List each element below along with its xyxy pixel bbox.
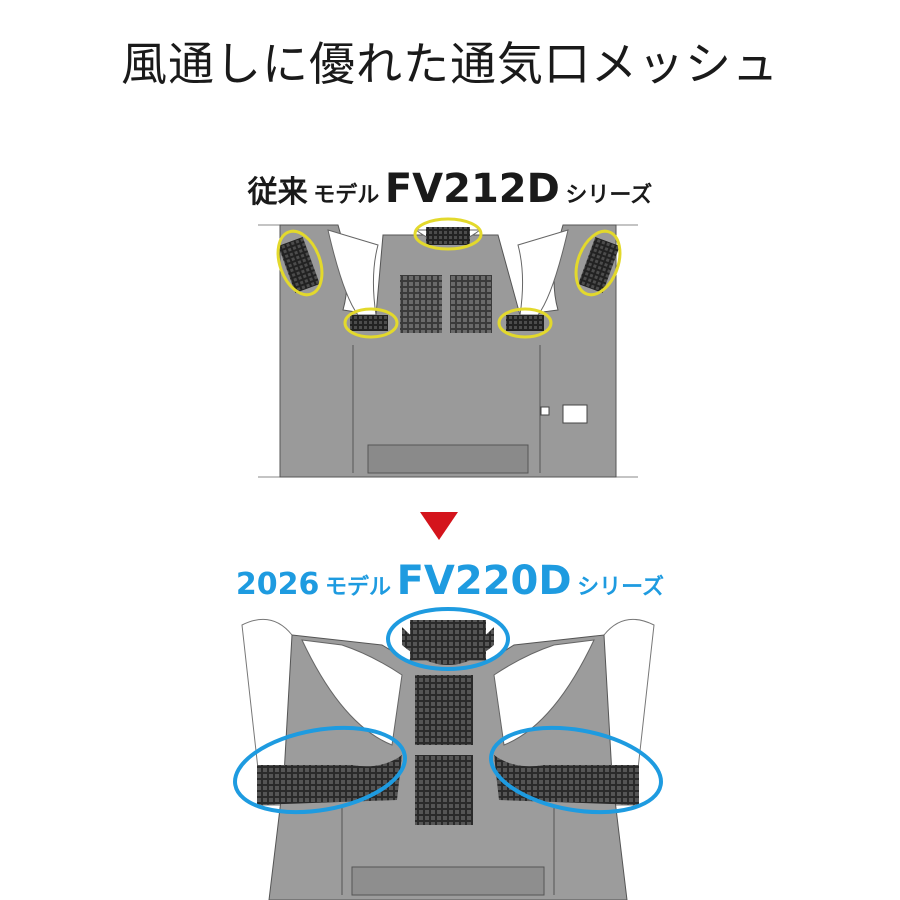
old-model-heading: 従来 モデル FV212D シリーズ [0, 166, 900, 212]
new-center-mesh-upper [415, 675, 473, 745]
old-center-mesh-left [400, 275, 442, 333]
old-model-label: モデル [313, 183, 380, 208]
new-model-year: 2026 [235, 567, 320, 602]
new-model-label: モデル [325, 575, 392, 600]
new-center-mesh-lower [415, 755, 473, 825]
old-vest-illustration [258, 215, 638, 490]
new-model-heading: 2026 モデル FV220D シリーズ [0, 558, 900, 604]
page-title: 風通しに優れた通気口メッシュ [121, 37, 779, 91]
new-left-side-mesh [257, 755, 402, 805]
new-vest-illustration [232, 605, 664, 900]
new-highlight-collar [386, 607, 510, 671]
old-highlight-left-shoulder [276, 229, 324, 297]
old-model-series: シリーズ [565, 183, 653, 208]
new-model-code: FV220D [396, 558, 572, 604]
old-highlight-left-underarm [343, 307, 399, 339]
down-arrow-icon [420, 512, 458, 540]
old-model-prefix: 従来 [247, 175, 308, 210]
new-model-series: シリーズ [577, 575, 665, 600]
old-highlight-right-underarm [497, 307, 553, 339]
new-highlight-right-side [489, 725, 663, 815]
old-center-mesh-right [450, 275, 492, 333]
old-highlight-collar [413, 217, 483, 251]
old-vest-body [279, 224, 617, 478]
new-right-side-mesh [494, 755, 639, 805]
new-highlight-left-side [233, 725, 407, 815]
old-model-code: FV212D [384, 166, 560, 212]
old-highlight-right-shoulder [574, 229, 622, 297]
